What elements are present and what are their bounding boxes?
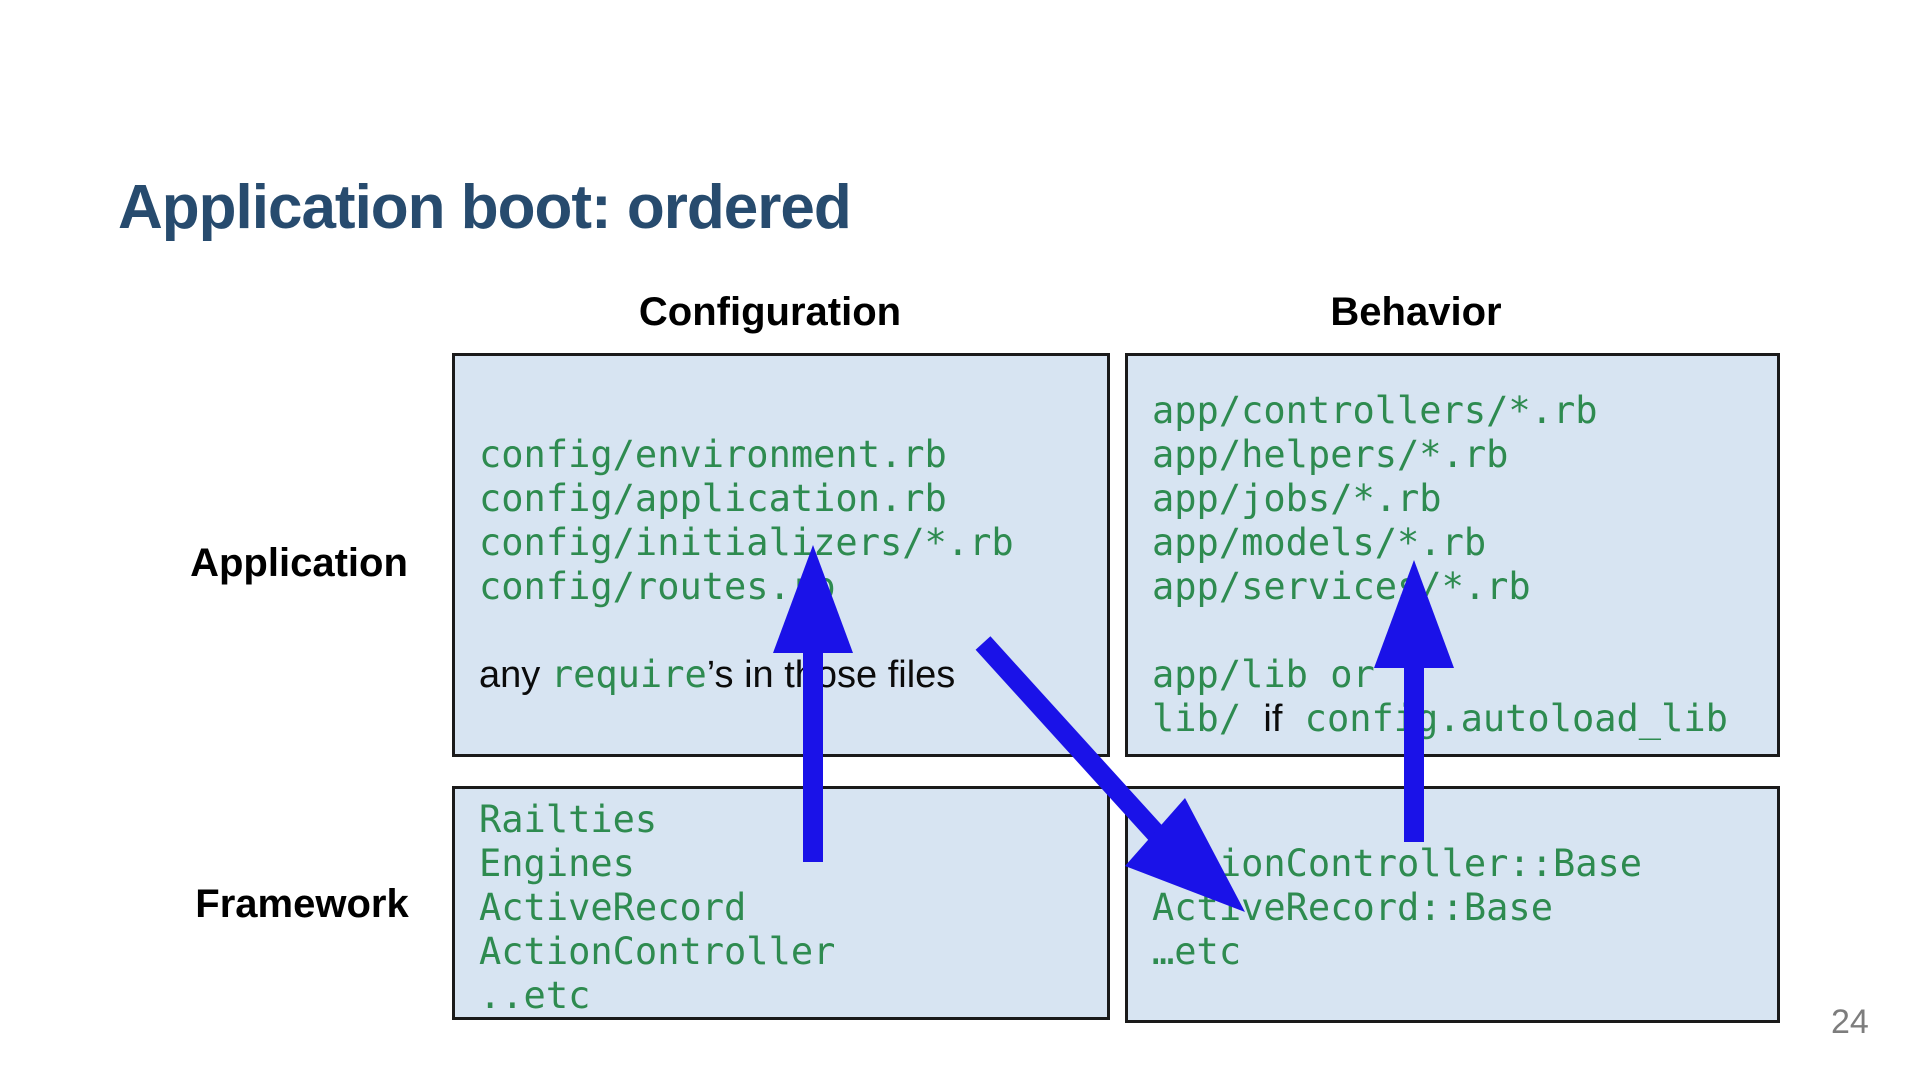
plain-text: ’s in those files <box>706 654 956 696</box>
code-line: Engines <box>479 842 1107 886</box>
row-label-framework: Framework <box>195 882 409 926</box>
page-number: 24 <box>1831 1003 1869 1041</box>
code-text: ..etc <box>479 974 591 1017</box>
code-text: app/lib <box>1152 653 1331 696</box>
row-label-application: Application <box>190 541 408 585</box>
plain-text: any <box>479 654 551 696</box>
code-text: config/application.rb <box>479 477 947 520</box>
code-line: …etc <box>1152 930 1777 974</box>
code-text: Railties <box>479 798 658 841</box>
code-text: ActionController::Base <box>1152 842 1643 885</box>
code-text: ActiveRecord::Base <box>1152 886 1553 929</box>
code-line: any require’s in those files <box>479 653 1107 697</box>
code-text: app/jobs/*.rb <box>1152 477 1442 520</box>
code-line: app/controllers/*.rb <box>1152 389 1777 433</box>
code-line: app/jobs/*.rb <box>1152 477 1777 521</box>
code-line <box>479 609 1107 653</box>
code-text: config.autoload_lib <box>1282 697 1728 740</box>
code-text: config/initializers/*.rb <box>479 521 1014 564</box>
code-text: …etc <box>1152 930 1242 973</box>
code-text: lib/ <box>1152 697 1264 740</box>
code-line: app/models/*.rb <box>1152 521 1777 565</box>
code-text: app/helpers/*.rb <box>1152 433 1509 476</box>
code-text: app/services/*.rb <box>1152 565 1531 608</box>
code-text: Engines <box>479 842 635 885</box>
code-line: ActionController <box>479 930 1107 974</box>
code-text: app/models/*.rb <box>1152 521 1487 564</box>
column-header-configuration: Configuration <box>638 290 902 334</box>
code-line: ..etc <box>479 974 1107 1017</box>
code-text: app/controllers/*.rb <box>1152 389 1598 432</box>
code-line: Railties <box>479 798 1107 842</box>
code-line: app/helpers/*.rb <box>1152 433 1777 477</box>
code-line: lib/ if config.autoload_lib <box>1152 697 1777 741</box>
code-text: config/routes.rb <box>479 565 836 608</box>
code-text: require <box>550 653 707 696</box>
code-line: ActiveRecord <box>479 886 1107 930</box>
code-text: or <box>1330 653 1375 696</box>
code-line: config/initializers/*.rb <box>479 521 1107 565</box>
code-text: ActionController <box>479 930 836 973</box>
code-text: ActiveRecord <box>479 886 747 929</box>
code-line: ActiveRecord::Base <box>1152 886 1777 930</box>
column-header-behavior: Behavior <box>1330 290 1502 334</box>
code-line: config/environment.rb <box>479 433 1107 477</box>
code-line: ActionController::Base <box>1152 842 1777 886</box>
slide-title: Application boot: ordered <box>118 172 852 242</box>
code-line: config/routes.rb <box>479 565 1107 609</box>
code-line: app/lib or <box>1152 653 1777 697</box>
code-line <box>1152 609 1777 653</box>
code-line: app/services/*.rb <box>1152 565 1777 609</box>
plain-text: if <box>1263 698 1283 740</box>
code-text: config/environment.rb <box>479 433 947 476</box>
code-line: config/application.rb <box>479 477 1107 521</box>
